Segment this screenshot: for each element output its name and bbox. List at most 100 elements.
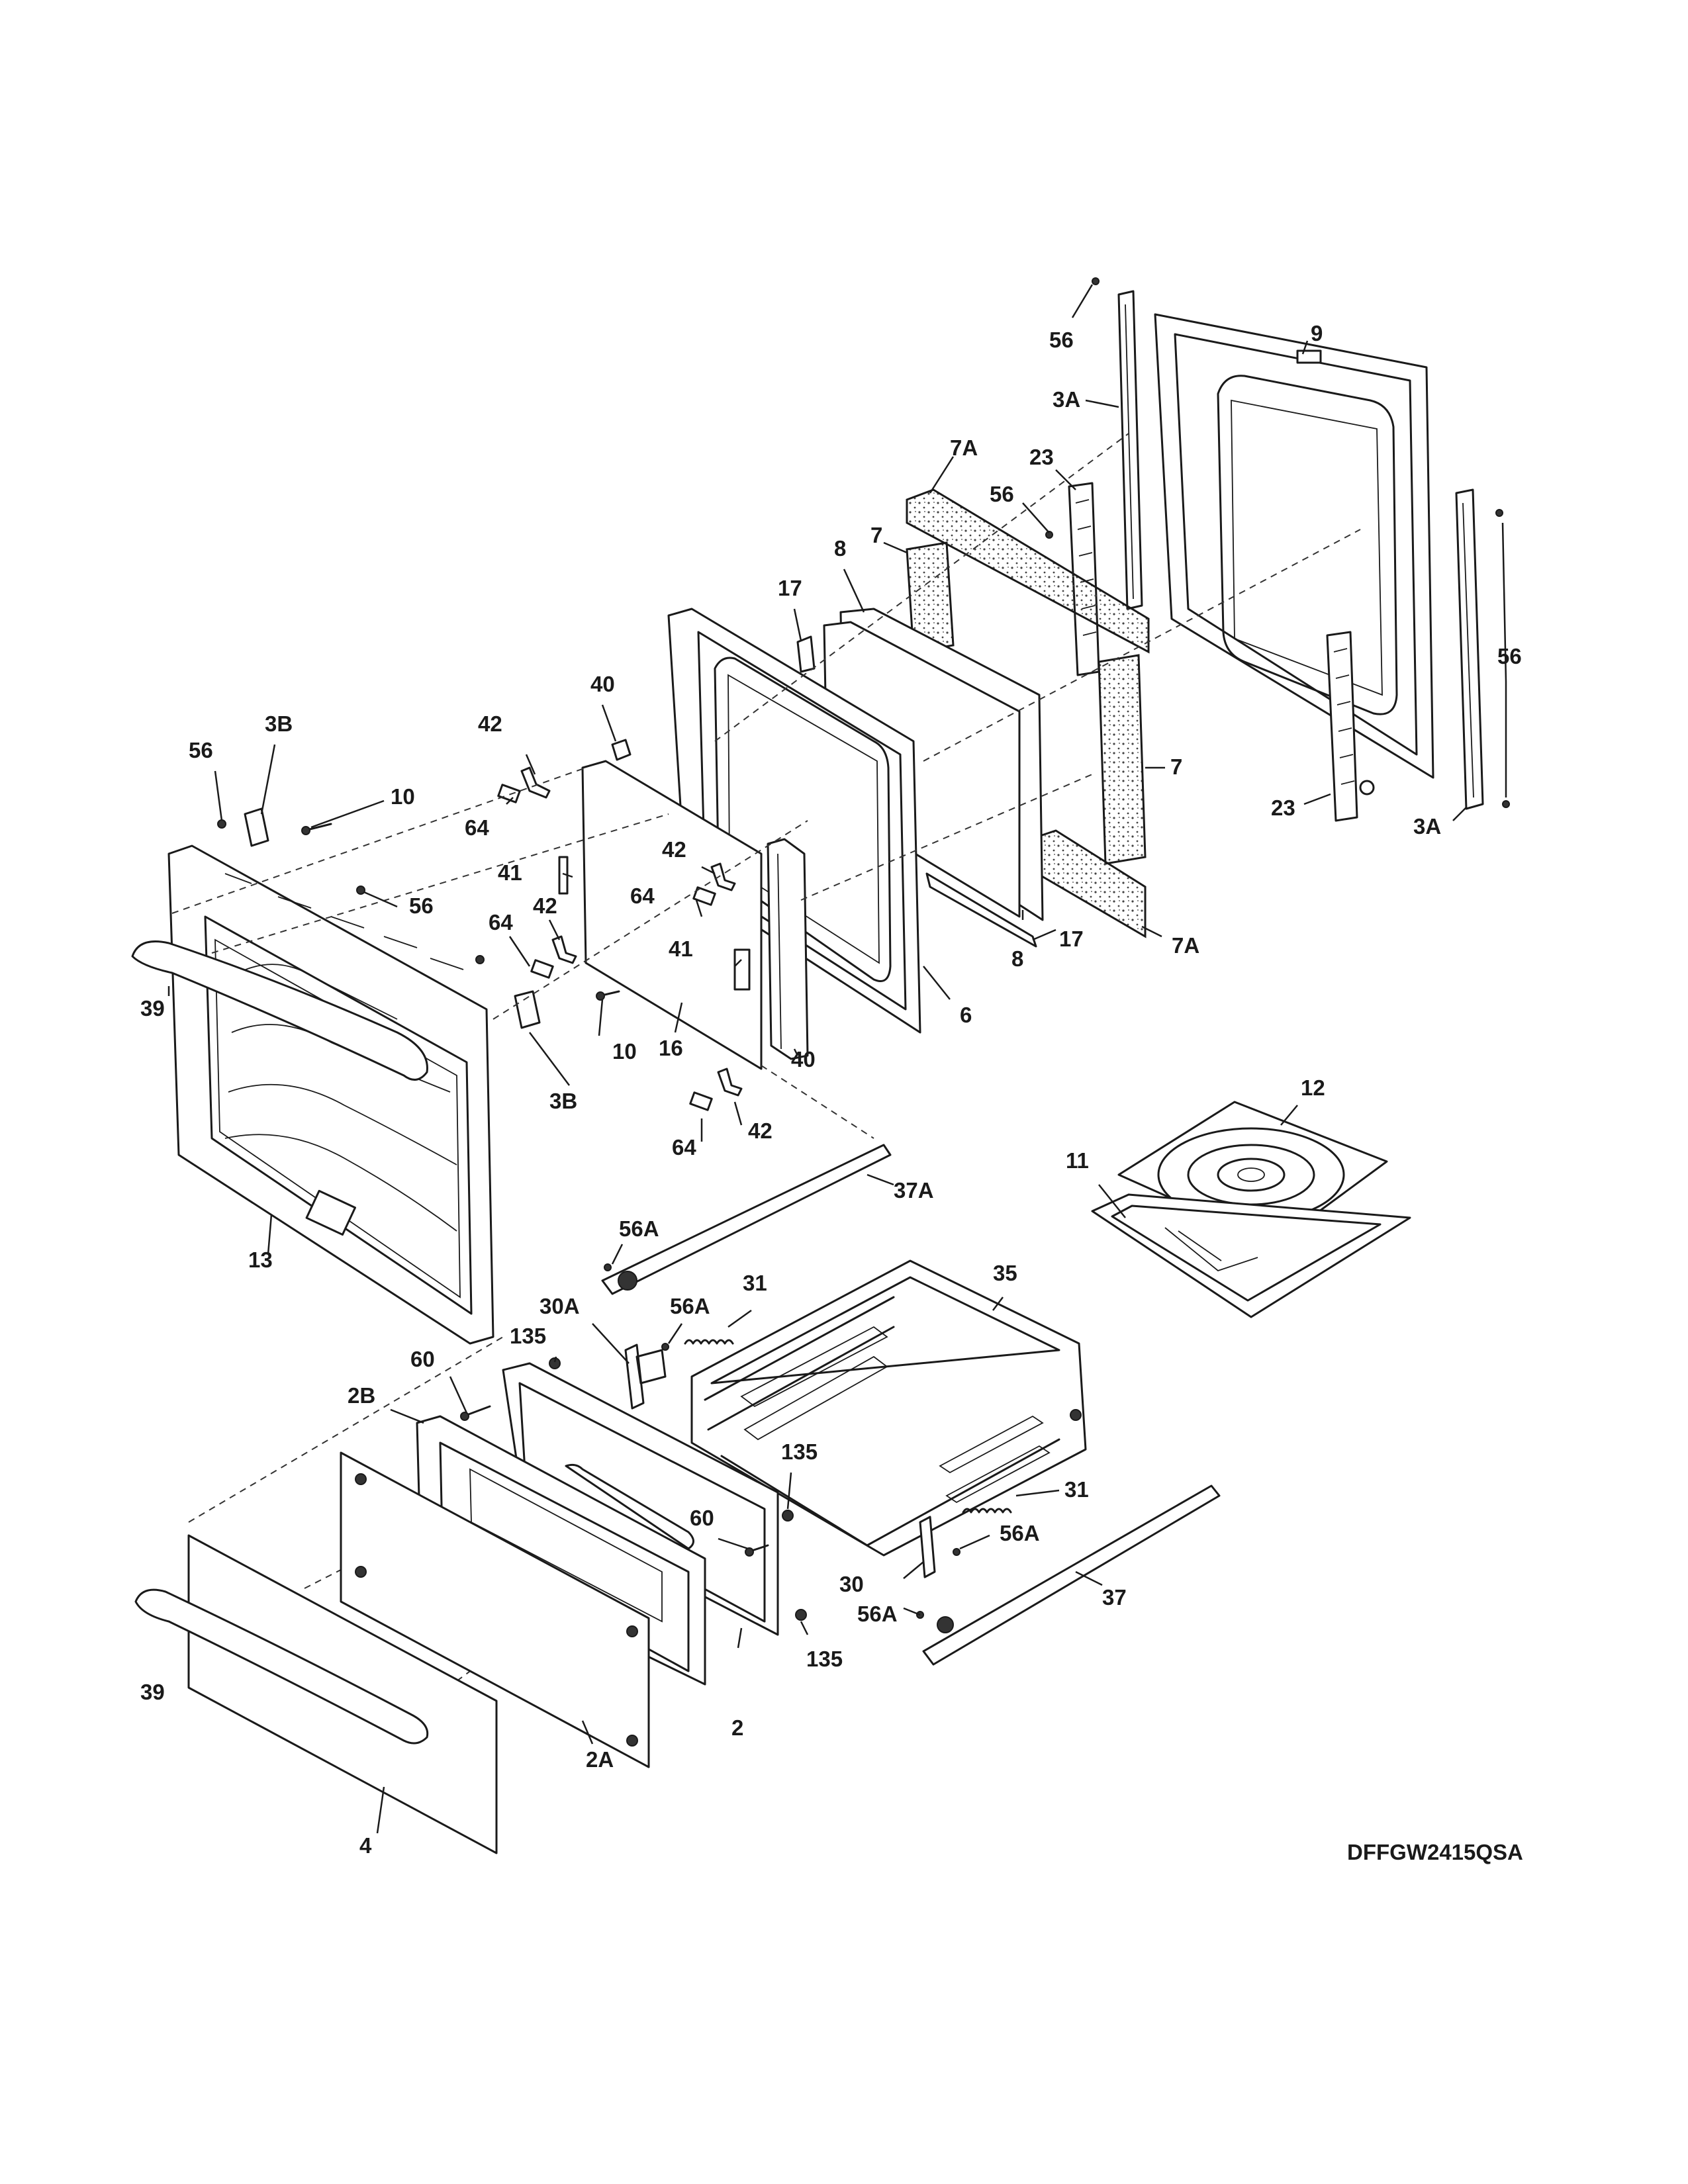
nut-135-a (549, 1357, 561, 1369)
bracket-30a (624, 1343, 667, 1410)
callout-2a: 2A (586, 1747, 614, 1772)
callout-56-mid: 56 (990, 482, 1014, 506)
callout-8-top: 8 (834, 536, 846, 561)
callout-6: 6 (960, 1003, 972, 1027)
callout-2b: 2B (348, 1383, 375, 1408)
callout-10-bottom: 10 (612, 1039, 637, 1064)
clip-41-b (733, 948, 751, 991)
screw-56-top (1092, 277, 1100, 285)
screw-56-door-a (356, 886, 365, 895)
screw-56a-b (661, 1343, 669, 1351)
callout-42-d: 42 (748, 1118, 773, 1143)
insulation-7-left (906, 541, 955, 653)
callout-41-b: 41 (669, 936, 693, 961)
callout-64-c: 64 (489, 910, 513, 934)
screw-56-door-b (475, 955, 485, 964)
callout-17-bottom: 17 (1059, 927, 1084, 951)
callout-7a-bottom: 7A (1172, 933, 1199, 958)
clip-42-d (717, 1068, 743, 1097)
assembly-guide-lines (171, 433, 1361, 1682)
callout-30: 30 (839, 1572, 864, 1596)
callout-64-d: 64 (672, 1135, 696, 1160)
callout-60-b: 60 (690, 1506, 714, 1530)
insulation-7a-top (906, 488, 1150, 654)
callout-135-c: 135 (806, 1647, 843, 1671)
broiler-pan-11 (1091, 1193, 1411, 1318)
spring-31-bottom (962, 1508, 1012, 1514)
callout-30a: 30A (539, 1294, 580, 1318)
callout-9: 9 (1311, 321, 1323, 345)
callout-56-left: 56 (189, 738, 213, 762)
model-code: DFFGW2415QSA (1347, 1840, 1523, 1864)
door-frame-outer (1154, 313, 1434, 779)
callout-39-bottom: 39 (140, 1680, 165, 1704)
block-64-b (692, 886, 716, 906)
callout-31-bottom: 31 (1064, 1477, 1089, 1502)
callout-3b-bottom: 3B (549, 1089, 577, 1113)
side-strip-3a-right (1455, 488, 1484, 810)
callout-56-top: 56 (1049, 328, 1074, 352)
inner-glass-16 (581, 760, 763, 1070)
callout-35: 35 (993, 1261, 1017, 1285)
callout-7-right: 7 (1170, 754, 1182, 779)
callout-37: 37 (1102, 1585, 1127, 1610)
screw-10-top (301, 823, 332, 835)
callout-42-a: 42 (478, 711, 502, 736)
callout-2: 2 (731, 1715, 743, 1740)
screw-60-b (745, 1544, 769, 1557)
screw-56-mid (1045, 531, 1053, 539)
clip-40-top (611, 739, 632, 761)
callout-56a-c: 56A (1000, 1521, 1040, 1545)
callout-56-right: 56 (1497, 644, 1522, 668)
callout-3a-top: 3A (1053, 387, 1080, 412)
callout-3a-bottom: 3A (1413, 814, 1441, 839)
callout-17-top: 17 (778, 576, 802, 600)
screw-10-bottom (596, 990, 620, 1001)
drawer-handle-39 (134, 1588, 429, 1745)
callout-8-bottom: 8 (1011, 946, 1023, 971)
callout-40-top: 40 (590, 672, 615, 696)
side-strip-3a-left (1117, 290, 1143, 610)
drawer-glass-2a (340, 1451, 650, 1768)
callout-3b-top: 3B (265, 711, 293, 736)
callout-64-b: 64 (630, 884, 655, 908)
bracket-3b-top (244, 807, 269, 847)
oven-handle-39 (131, 940, 428, 1081)
screw-56-left (217, 819, 226, 829)
screw-60-a (460, 1405, 491, 1421)
drawer-rail-37a (601, 1144, 892, 1295)
callout-56a-d: 56A (857, 1602, 898, 1626)
callout-7-left: 7 (870, 523, 882, 547)
callout-7a-top: 7A (950, 435, 978, 460)
gasket-17 (796, 635, 1037, 948)
callout-60-a: 60 (410, 1347, 435, 1371)
screw-56-right-a (1495, 509, 1503, 517)
bracket-3b-bottom (514, 990, 541, 1029)
nut-135-c (795, 1609, 807, 1621)
clip-42-b (710, 862, 736, 891)
inner-door-frame-6 (667, 608, 921, 1034)
bracket-30 (919, 1516, 936, 1578)
block-64-c (530, 959, 554, 979)
clip-42-c (551, 935, 577, 964)
callout-4: 4 (359, 1833, 372, 1858)
glass-pane-8 (823, 608, 1044, 921)
channel-40 (767, 838, 809, 1060)
spring-31-top (684, 1339, 734, 1345)
callout-40-bottom: 40 (791, 1047, 816, 1071)
callout-41-a: 41 (498, 860, 522, 885)
callout-11: 11 (1066, 1148, 1089, 1173)
outer-door-panel-13 (167, 844, 494, 1345)
hinge-bottom (1326, 631, 1375, 822)
block-64-d (689, 1091, 713, 1111)
screw-56a-c (953, 1548, 961, 1556)
callout-13: 13 (248, 1248, 273, 1272)
screw-56a-a (604, 1263, 612, 1271)
callout-31-top: 31 (743, 1271, 767, 1295)
callout-10-top: 10 (391, 784, 415, 809)
screw-56-right-b (1502, 800, 1510, 808)
callout-56-door: 56 (409, 893, 434, 918)
drawer-frame-2 (502, 1362, 779, 1636)
callout-23-bottom: 23 (1271, 796, 1295, 820)
